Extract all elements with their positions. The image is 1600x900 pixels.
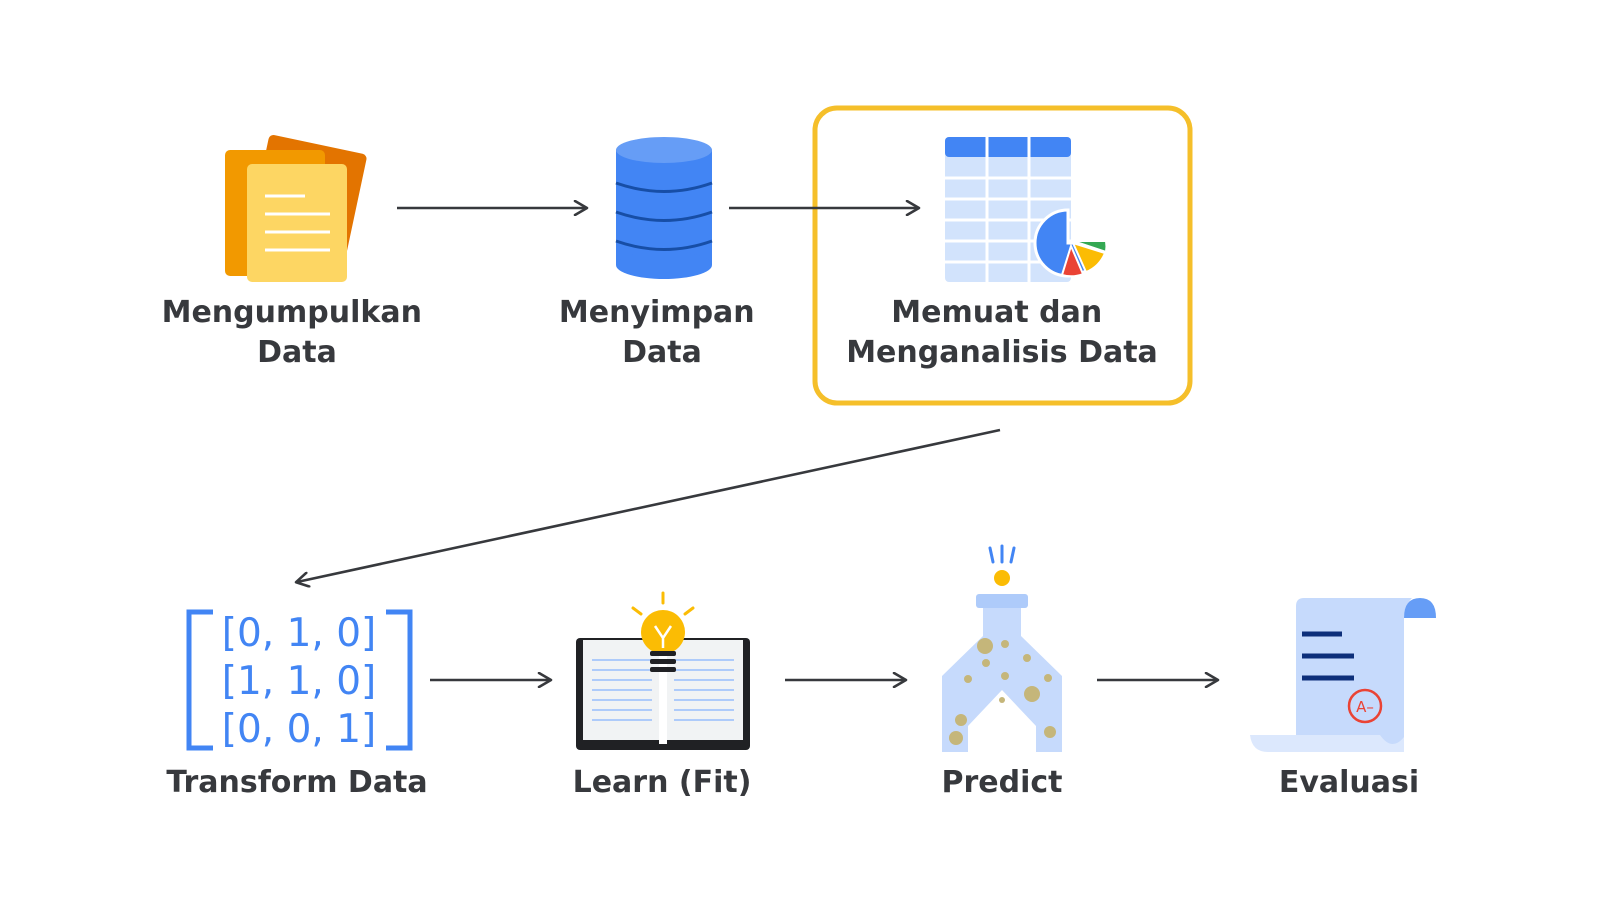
arrow-analyze-to-transform xyxy=(297,428,1001,582)
step-label-store: Menyimpan Data xyxy=(559,295,765,370)
step-label-predict: Predict xyxy=(941,765,1062,800)
step-label-evaluate: Evaluasi xyxy=(1279,765,1419,800)
step-label-collect: Mengumpulkan Data xyxy=(162,295,433,370)
matrix-row: [0, 1, 0] xyxy=(222,611,376,656)
matrix-left-bracket xyxy=(186,609,213,751)
highlight-box xyxy=(812,105,1193,406)
flask-icon xyxy=(942,544,1062,752)
bubble-icon xyxy=(994,570,1010,586)
spreadsheet-chart-icon xyxy=(945,137,1108,282)
grade-badge xyxy=(1347,688,1383,724)
step-label-learn: Learn (Fit) xyxy=(573,765,752,800)
matrix-right-bracket xyxy=(386,609,413,751)
database-icon xyxy=(615,137,713,279)
lightbulb-icon xyxy=(631,591,695,672)
scroll-grade-icon: A– xyxy=(1250,598,1436,752)
documents-icon xyxy=(225,134,367,282)
pie-chart-icon xyxy=(1033,208,1108,278)
step-label-transform: Transform Data xyxy=(166,765,427,800)
matrix-icon: [0, 1, 0] [1, 1, 0] [0, 0, 1] xyxy=(186,609,413,752)
book-lightbulb-icon xyxy=(576,591,750,750)
matrix-row: [0, 0, 1] xyxy=(222,707,376,752)
grade-text: A– xyxy=(1356,698,1374,716)
step-label-load-analyze: Memuat dan Menganalisis Data xyxy=(846,295,1158,370)
matrix-row: [1, 1, 0] xyxy=(222,659,376,704)
